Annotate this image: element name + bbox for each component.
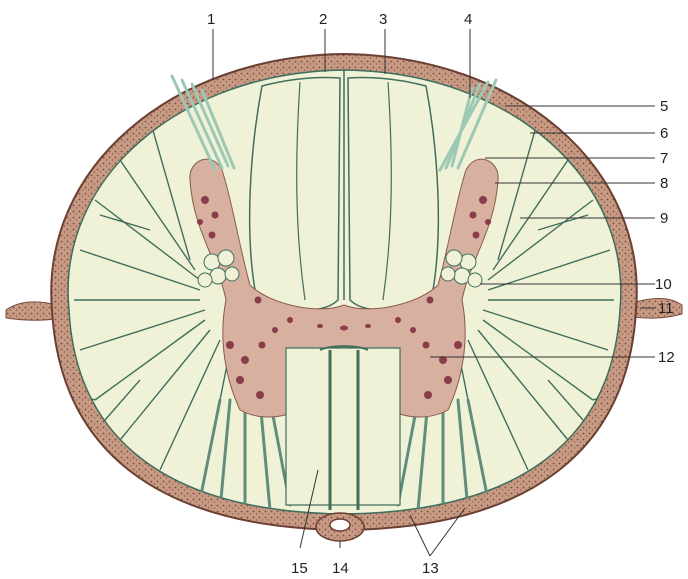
callout-11: 11 <box>658 300 674 317</box>
callout-4: 4 <box>464 11 472 28</box>
callout-2: 2 <box>319 11 327 28</box>
callout-7: 7 <box>660 150 668 167</box>
callout-5: 5 <box>660 98 668 115</box>
callout-6: 6 <box>660 125 668 142</box>
posterior-funiculus-right <box>348 77 438 310</box>
callout-9: 9 <box>660 210 668 227</box>
anterior-spinal-artery <box>316 513 364 541</box>
callout-14: 14 <box>332 560 349 577</box>
callout-15: 15 <box>291 560 308 577</box>
anterior-median-fissure <box>286 348 400 505</box>
callout-1: 1 <box>207 11 215 28</box>
callout-8: 8 <box>660 175 668 192</box>
callout-10: 10 <box>655 276 672 293</box>
callout-12: 12 <box>658 349 675 366</box>
posterior-funiculus-left <box>250 77 340 310</box>
callout-13: 13 <box>422 560 439 577</box>
callout-3: 3 <box>379 11 387 28</box>
